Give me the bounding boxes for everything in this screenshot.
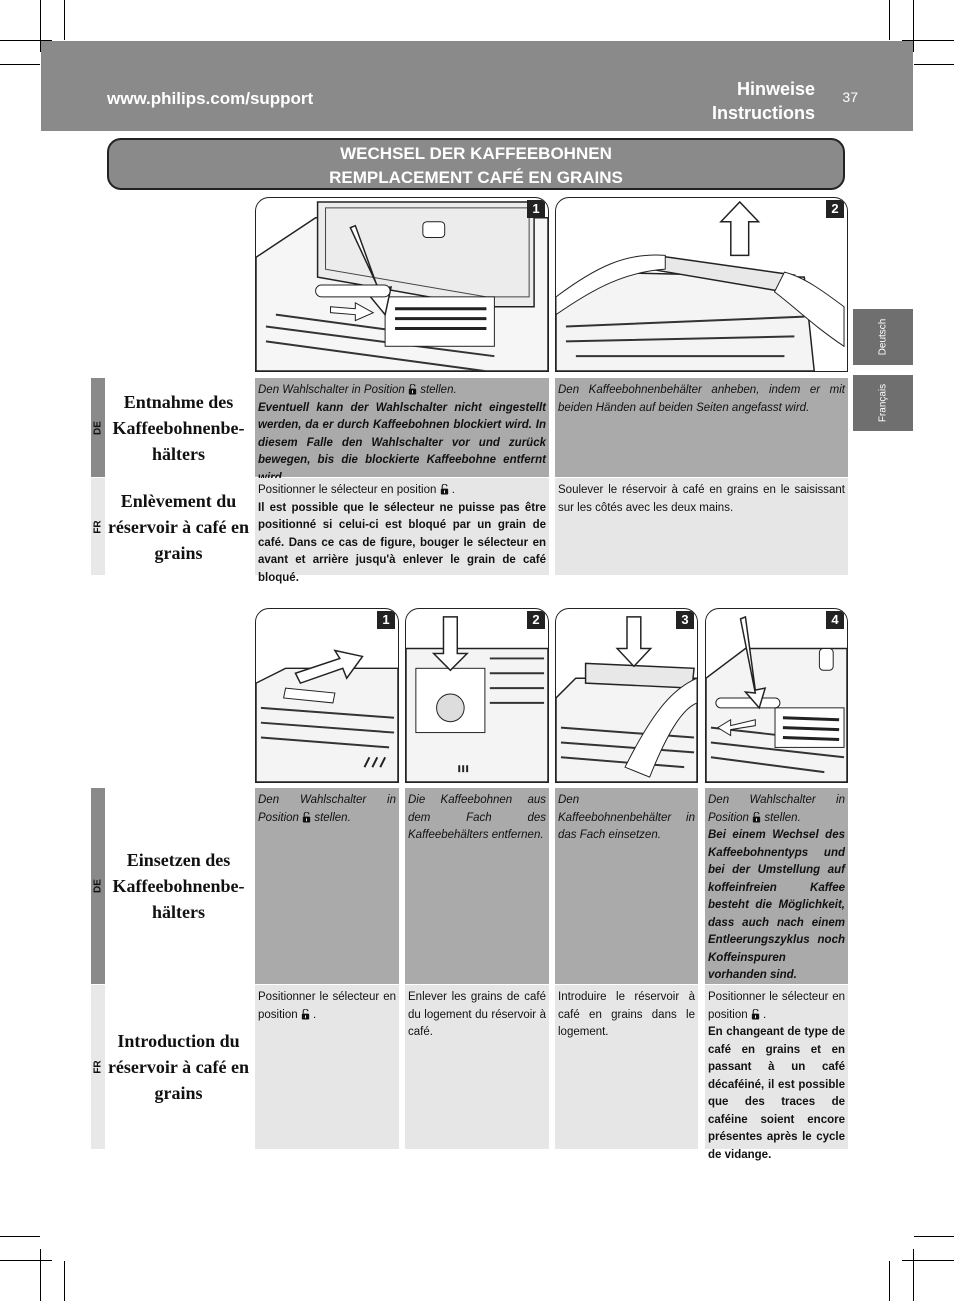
lock-closed-icon <box>302 812 311 823</box>
illustration-step-2-lift-hopper: 2 <box>555 197 848 372</box>
instruction-cell: Positionner le sélecteur en position . I… <box>255 478 549 575</box>
lock-closed-icon <box>751 1009 760 1020</box>
row-title-fr: Introduction du réservoir à café en grai… <box>107 985 250 1149</box>
title-line-fr: REMPLACEMENT CAFÉ EN GRAINS <box>109 166 843 190</box>
lock-closed-icon <box>752 812 761 823</box>
crop-mark <box>64 1261 65 1301</box>
illustration-step-4-lock-dial: 4 <box>705 608 848 783</box>
lock-open-icon <box>440 484 449 495</box>
crop-mark <box>889 0 890 40</box>
title-line-de: WECHSEL DER KAFFEEBOHNEN <box>109 142 843 166</box>
crop-mark <box>40 1249 41 1301</box>
crop-mark <box>0 64 40 65</box>
instruction-cell: Den Kaffeebohnenbehälter in das Fach ein… <box>555 788 698 984</box>
crop-mark <box>913 0 914 52</box>
illustration-step-1-remove-dial: 1 <box>255 197 549 372</box>
instruction-cell: Den Wahlschalter in Position stellen. <box>255 788 399 984</box>
step-number: 3 <box>676 611 694 629</box>
crop-mark <box>889 1261 890 1301</box>
step-number: 1 <box>377 611 395 629</box>
language-marker-fr: FR <box>91 478 105 575</box>
step-number: 2 <box>527 611 545 629</box>
lock-closed-icon <box>301 1009 310 1020</box>
language-marker-de: DE <box>91 378 105 477</box>
crop-mark <box>0 1260 52 1261</box>
instruction-cell: Den Wahlschalter in Position stellen. Ev… <box>255 378 549 477</box>
header-title-de: Hinweise <box>712 77 815 101</box>
instruction-cell: Die Kaffeebohnen aus dem Fach des Kaffee… <box>405 788 549 984</box>
crop-mark <box>902 1260 954 1261</box>
step-number: 2 <box>826 200 844 218</box>
support-url[interactable]: www.philips.com/support <box>107 89 313 109</box>
instruction-cell: Den Kaffeebohnenbehälter anheben, indem … <box>555 378 848 477</box>
row-title-de: Entnahme des Kaffeebohnenbe-hälters <box>107 378 250 477</box>
instruction-cell: Soulever le réservoir à café en grains e… <box>555 478 848 575</box>
instruction-cell: Positionner le sélecteur en position . <box>255 985 399 1149</box>
section-title: WECHSEL DER KAFFEEBOHNEN REMPLACEMENT CA… <box>107 138 845 190</box>
crop-mark <box>913 1249 914 1301</box>
crop-mark <box>914 64 954 65</box>
page-header: www.philips.com/support Hinweise Instruc… <box>41 41 913 131</box>
page-number: 37 <box>842 89 858 105</box>
instruction-cell: Positionner le sélecteur en position . E… <box>705 985 848 1149</box>
header-section-title: Hinweise Instructions <box>712 77 815 125</box>
row-title-de: Einsetzen des Kaffeebohnenbe-hälters <box>107 788 250 984</box>
crop-mark <box>64 0 65 40</box>
lock-open-icon <box>408 384 417 395</box>
language-marker-de: DE <box>91 788 105 984</box>
crop-mark <box>0 1236 40 1237</box>
illustration-step-3-insert-hopper: 3 <box>555 608 698 783</box>
crop-mark <box>914 1236 954 1237</box>
instruction-cell: Enlever les grains de café du logement d… <box>405 985 549 1149</box>
step-number: 4 <box>826 611 844 629</box>
instruction-cell: Den Wahlschalter in Position stellen. Be… <box>705 788 848 984</box>
row-title-fr: Enlèvement du réservoir à café en grains <box>107 478 250 575</box>
illustration-step-2-remove-beans: 2 <box>405 608 549 783</box>
step-number: 1 <box>527 200 545 218</box>
language-marker-fr: FR <box>91 985 105 1149</box>
tab-francais[interactable]: Français <box>853 375 913 431</box>
instruction-cell: Introduire le réservoir à café en grains… <box>555 985 698 1149</box>
illustration-step-1-insert-dial: 1 <box>255 608 399 783</box>
tab-deutsch[interactable]: Deutsch <box>853 309 913 365</box>
header-title-fr: Instructions <box>712 101 815 125</box>
